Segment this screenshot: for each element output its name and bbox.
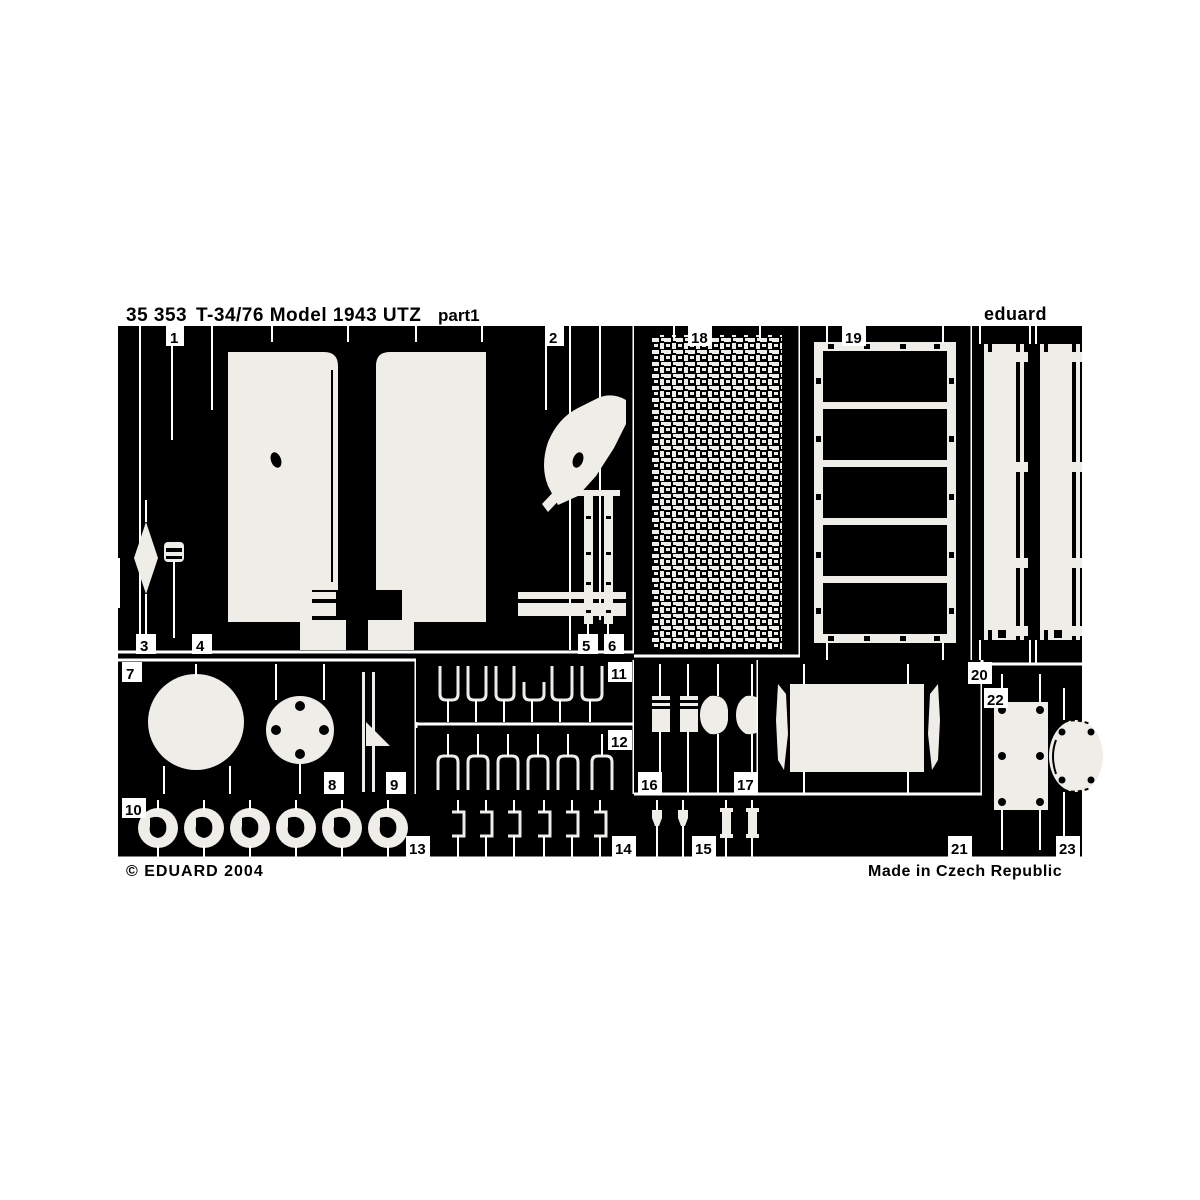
part-7-disc	[148, 674, 244, 770]
fret-left-notch	[100, 558, 120, 608]
origin-text: Made in Czech Republic	[868, 863, 1062, 880]
svg-text:7: 7	[126, 666, 134, 683]
tag-16: 16	[638, 772, 662, 794]
photoetch-fret: 35 353 T-34/76 Model 1943 UTZ part1 edua…	[100, 290, 1103, 890]
section-long-rails	[972, 326, 1087, 666]
section-bottom-row	[118, 796, 1082, 860]
svg-text:19: 19	[845, 330, 862, 347]
sheet-part-suffix: part1	[438, 306, 480, 325]
svg-text:2: 2	[549, 330, 557, 347]
part-number-tags: 1 2 3 4 5 6 7 8 9 10	[122, 326, 1080, 858]
tag-6: 6	[604, 634, 624, 655]
svg-text:12: 12	[611, 734, 628, 751]
svg-text:3: 3	[140, 638, 148, 655]
part-10-disc-row	[138, 800, 408, 858]
part-16-clasp-pair	[652, 696, 698, 732]
section-discs	[118, 658, 418, 794]
tag-11: 11	[608, 662, 632, 683]
part-21-plate	[790, 684, 924, 772]
tag-8: 8	[324, 772, 344, 794]
tag-5: 5	[578, 634, 598, 655]
svg-text:21: 21	[951, 841, 968, 858]
part-2-right-fender	[368, 352, 626, 650]
copyright-text: © EDUARD 2004	[126, 863, 264, 880]
tag-2: 2	[546, 326, 564, 347]
svg-text:20: 20	[971, 667, 988, 684]
tag-1: 1	[166, 326, 184, 347]
section-fenders	[118, 326, 636, 654]
tag-18: 18	[688, 326, 712, 347]
tag-15: 15	[692, 836, 716, 858]
svg-text:5: 5	[582, 638, 590, 655]
eduard-logo: eduard	[984, 304, 1047, 324]
section-mesh-screen	[634, 326, 802, 658]
tag-10: 10	[122, 798, 146, 819]
part-3-diamond-plate	[134, 500, 158, 638]
svg-text:10: 10	[125, 802, 142, 819]
svg-text:17: 17	[737, 777, 754, 794]
section-rear-plate	[758, 660, 984, 796]
part-15-pin-pair	[720, 800, 759, 858]
part-14-clip-pair	[652, 800, 688, 858]
tag-12: 12	[608, 730, 632, 751]
part-22-rect-hatch	[994, 702, 1048, 810]
fret-footer	[118, 858, 1082, 880]
tag-17: 17	[734, 772, 758, 794]
svg-text:13: 13	[409, 841, 426, 858]
kit-number: 35 353	[126, 305, 187, 326]
sheet-title: T-34/76 Model 1943 UTZ	[196, 305, 421, 326]
svg-text:16: 16	[641, 777, 658, 794]
tag-21: 21	[948, 836, 972, 858]
svg-text:23: 23	[1059, 841, 1076, 858]
svg-text:8: 8	[328, 777, 336, 794]
svg-text:6: 6	[608, 638, 616, 655]
svg-text:11: 11	[611, 666, 627, 683]
tag-23: 23	[1056, 836, 1080, 858]
svg-text:22: 22	[987, 692, 1004, 709]
svg-text:18: 18	[691, 330, 708, 347]
tag-14: 14	[612, 836, 636, 858]
tag-7: 7	[122, 662, 142, 683]
fret-artwork: 35 353 T-34/76 Model 1943 UTZ part1 edua…	[100, 300, 1087, 880]
svg-text:14: 14	[615, 841, 632, 858]
part-4-small-fitting	[164, 542, 184, 638]
tag-20: 20	[968, 662, 992, 684]
part-8-disc	[266, 696, 334, 764]
tag-22: 22	[984, 688, 1008, 709]
part-9-wedge	[362, 672, 390, 792]
svg-text:9: 9	[390, 777, 398, 794]
part-1-left-fender	[228, 352, 346, 650]
svg-text:4: 4	[196, 638, 205, 655]
tag-19: 19	[842, 326, 866, 347]
tag-13: 13	[406, 836, 430, 858]
fret-header	[118, 300, 1082, 326]
tag-3: 3	[136, 634, 156, 655]
tag-9: 9	[386, 772, 406, 794]
section-louvre-grille	[800, 326, 974, 664]
tag-4: 4	[192, 634, 212, 655]
svg-text:15: 15	[695, 841, 712, 858]
part-23-oval-hatch-overlay	[1049, 688, 1103, 838]
svg-text:1: 1	[170, 330, 178, 347]
